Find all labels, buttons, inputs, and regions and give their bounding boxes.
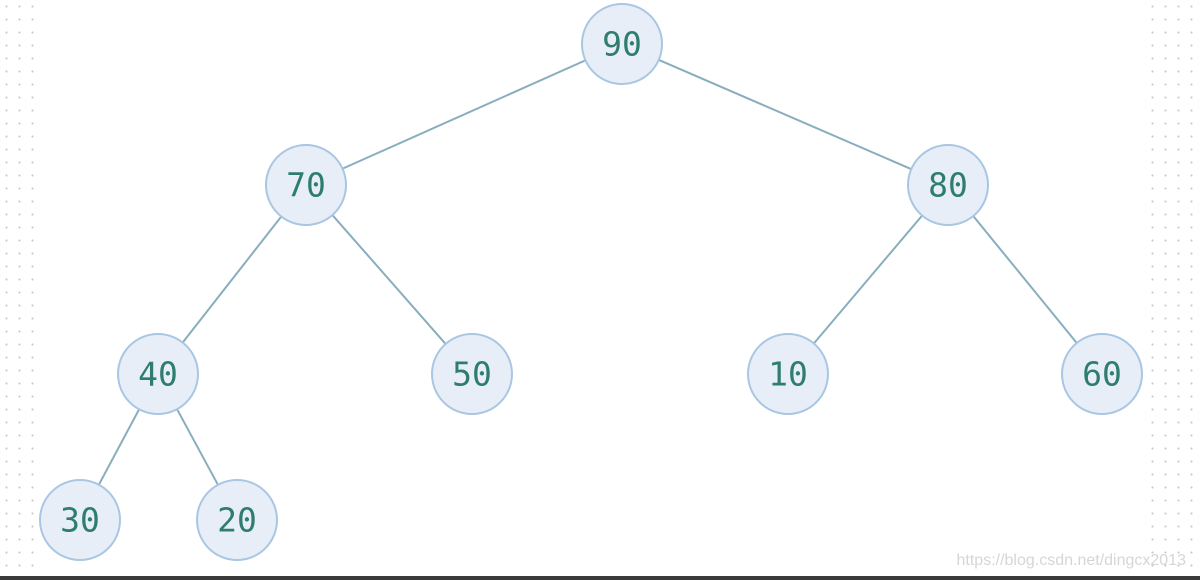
node-circle (117, 333, 199, 415)
tree-node-60: 60 (1061, 333, 1143, 415)
edge-70-40 (180, 214, 284, 345)
node-circle (196, 479, 278, 561)
nodes-layer: 90 70 80 40 50 10 60 30 20 (39, 3, 1143, 561)
tree-node-10: 10 (747, 333, 829, 415)
node-circle (747, 333, 829, 415)
node-label: 20 (217, 501, 257, 540)
node-label: 50 (452, 355, 492, 394)
node-label: 40 (138, 355, 178, 394)
node-circle (581, 3, 663, 85)
tree-node-90: 90 (581, 3, 663, 85)
edge-90-80 (656, 58, 914, 171)
edge-90-70 (340, 58, 588, 171)
tree-node-70: 70 (265, 144, 347, 226)
tree-node-40: 40 (117, 333, 199, 415)
node-circle (39, 479, 121, 561)
edge-40-20 (175, 406, 220, 488)
node-label: 70 (286, 166, 326, 205)
node-label: 80 (928, 166, 968, 205)
node-circle (907, 144, 989, 226)
edge-80-60 (971, 213, 1079, 346)
tree-node-20: 20 (196, 479, 278, 561)
watermark-text: https://blog.csdn.net/dingcx2013 (956, 552, 1187, 569)
node-circle (265, 144, 347, 226)
node-label: 30 (60, 501, 100, 540)
node-label: 10 (768, 355, 808, 394)
edge-70-50 (330, 212, 448, 347)
edge-80-10 (811, 213, 925, 346)
tree-node-80: 80 (907, 144, 989, 226)
dotted-grid-left (0, 0, 34, 576)
node-label: 60 (1082, 355, 1122, 394)
node-circle (431, 333, 513, 415)
node-label: 90 (602, 25, 642, 64)
tree-node-30: 30 (39, 479, 121, 561)
tree-node-50: 50 (431, 333, 513, 415)
node-circle (1061, 333, 1143, 415)
bottom-border (0, 576, 1200, 580)
edges-layer (97, 58, 1079, 488)
edge-40-30 (97, 407, 141, 487)
dotted-grid-right (1146, 0, 1200, 576)
